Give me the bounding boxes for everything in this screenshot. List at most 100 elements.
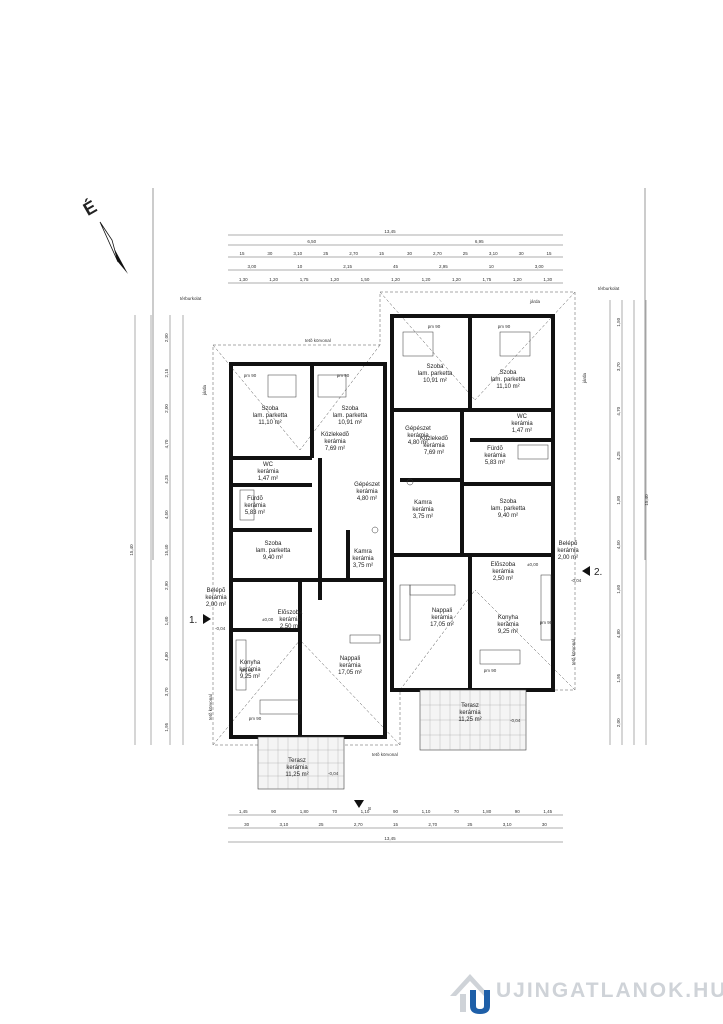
window-tag: pm 90 — [241, 668, 254, 673]
dimension-label: 25 — [323, 251, 329, 256]
dimension-label: 2,95 — [439, 264, 448, 269]
svg-text:B: B — [367, 807, 372, 810]
room-name: Fürdõ — [247, 496, 263, 502]
eaves-line-label-bottom: tetõ körvonal — [372, 752, 398, 757]
dimension-label: 4,80 — [164, 652, 169, 661]
dimension-label: 3,10 — [279, 822, 288, 827]
dimension-label: 70 — [332, 809, 338, 814]
dimension-label: 1,60 — [616, 584, 621, 593]
room-name: Terasz — [461, 703, 479, 709]
room-area: 17,05 m² — [430, 622, 454, 628]
dimension-label: 1,20 — [422, 277, 431, 282]
dimension-label: 90 — [393, 809, 399, 814]
room-area: 2,00 m² — [206, 602, 226, 608]
room-area: 2,50 m² — [493, 576, 513, 582]
room-area: 11,10 m² — [258, 420, 281, 426]
room-finish: kerámia — [484, 453, 506, 459]
dimension-label: 1,80 — [616, 495, 621, 504]
level-minus-right: -0,04 — [571, 578, 582, 583]
dimension-label: 2,15 — [164, 368, 169, 377]
room-finish: kerámia — [239, 667, 261, 673]
dimension-label: 1,75 — [482, 277, 491, 282]
north-label: É — [79, 195, 100, 219]
dimension-label: 2,00 — [164, 333, 169, 342]
dimension-label: 4,70 — [164, 439, 169, 448]
room-name: Konyha — [498, 615, 519, 621]
dimension-label: 3,10 — [489, 251, 498, 256]
room-finish: lam. parketta — [333, 413, 368, 419]
dimension-label: 90 — [515, 809, 521, 814]
room-name: Belépõ — [559, 541, 578, 547]
terrace-edge-right-label: térburkolat — [598, 286, 620, 291]
watermark-logo — [450, 974, 490, 1014]
dimension-label: 90 — [271, 809, 277, 814]
dimension-label: 3,00 — [535, 264, 544, 269]
dimension-label: 1,80 — [300, 809, 309, 814]
eaves-line-label-right: tetõ körvonal — [571, 639, 576, 665]
dimension-label: 3,70 — [164, 687, 169, 696]
dimension-label: 6,95 — [475, 239, 484, 244]
dimension-label: 1,45 — [239, 809, 248, 814]
dimension-label: 1,45 — [543, 809, 552, 814]
right-terrace — [419, 689, 527, 751]
dimension-label: 2,70 — [349, 251, 358, 256]
room-finish: lam. parketta — [418, 371, 453, 377]
room-finish: kerámia — [324, 439, 346, 445]
dimension-label: 30 — [244, 822, 250, 827]
dimension-label: 15 — [379, 251, 385, 256]
room-area: 3,75 m² — [413, 514, 433, 520]
dimension-label: 1,20 — [513, 277, 522, 282]
room-finish: kerámia — [492, 569, 514, 575]
dimension-label: 2,90 — [164, 581, 169, 590]
room-finish: kerámia — [279, 617, 301, 623]
room-area: 7,69 m² — [325, 446, 345, 452]
dimension-label: 1,20 — [330, 277, 339, 282]
dimension-label: 70 — [454, 809, 460, 814]
room-area: 17,05 m² — [338, 670, 362, 676]
room-finish: kerámia — [497, 622, 519, 628]
room-finish: lam. parketta — [253, 413, 288, 419]
room-name: Terasz — [288, 758, 306, 764]
dimension-label: 30 — [407, 251, 413, 256]
room-name: Gépészet — [405, 426, 431, 432]
dimension-label: 1,50 — [361, 277, 370, 282]
window-tag: pm 90 — [498, 324, 511, 329]
room-finish: kerámia — [423, 443, 445, 449]
dimension-label: 1,20 — [269, 277, 278, 282]
room-name: Elõszoba — [491, 562, 516, 568]
room-name: Gépészet — [354, 482, 380, 488]
dimension-label: 3,00 — [248, 264, 257, 269]
room-name: Fürdõ — [487, 446, 503, 452]
room-name: Szoba — [426, 364, 444, 370]
terrace-edge-left-label: térburkolat — [180, 296, 202, 301]
room-name: Kamra — [414, 500, 432, 506]
room-area: 5,83 m² — [485, 460, 505, 466]
svg-text:1.: 1. — [189, 615, 197, 626]
dimension-label: 1,30 — [543, 277, 552, 282]
dimension-label: 15 — [393, 822, 399, 827]
room-name: Belépõ — [207, 588, 226, 594]
eaves-line-label-left: tetõ körvonal — [208, 694, 213, 720]
dimension-label: 45 — [393, 264, 399, 269]
room-finish: kerámia — [407, 433, 429, 439]
left-unit-walls — [229, 362, 387, 739]
total-width-bottom: 13,45 — [384, 836, 396, 841]
room-finish: kerámia — [412, 507, 434, 513]
entrance-2-marker: 2. — [582, 566, 602, 578]
dimension-label: 3,10 — [503, 822, 512, 827]
dimension-label: 2,00 — [616, 718, 621, 727]
window-tag: pm 90 — [540, 620, 553, 625]
dimension-label: 15 — [239, 251, 245, 256]
total-depth-left: 15,40 — [129, 544, 134, 556]
dimension-label: 25 — [319, 822, 325, 827]
dimension-label: 4,25 — [616, 451, 621, 460]
room-area: 10,91 m² — [423, 378, 447, 384]
dimension-label: 1,10 — [422, 809, 431, 814]
room-finish: kerámia — [205, 595, 227, 601]
